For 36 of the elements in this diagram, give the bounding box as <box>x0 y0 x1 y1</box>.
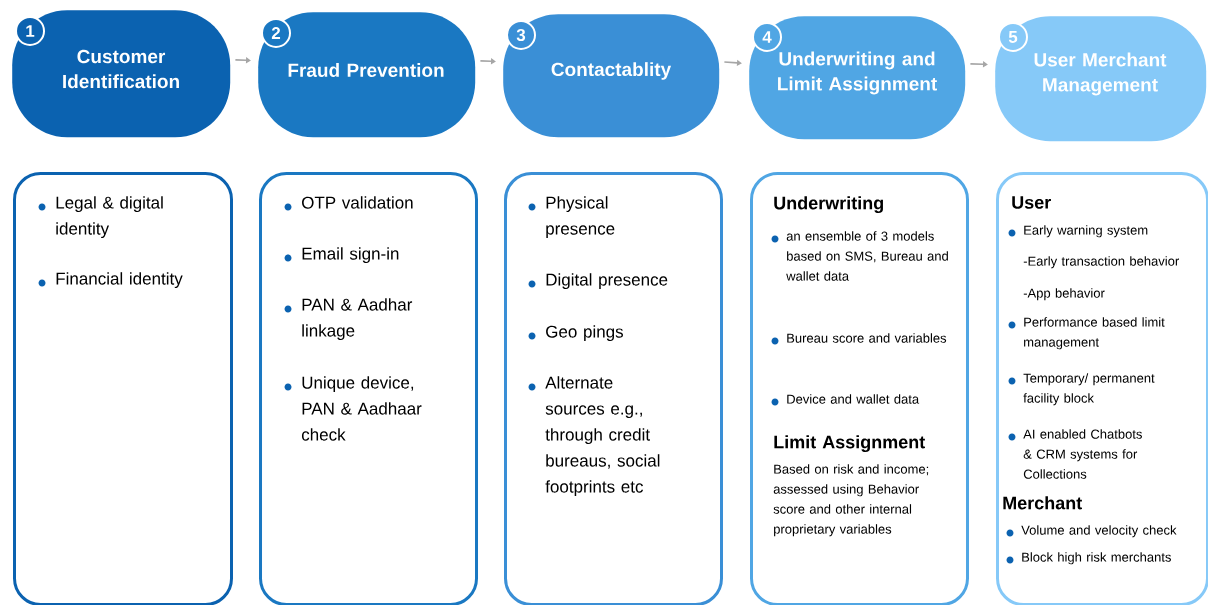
section-heading: Limit Assignment <box>774 435 925 453</box>
bullet-item: Volume and velocity check <box>1006 525 1177 538</box>
bullet-item: Email sign-in <box>284 247 399 264</box>
body-text: -Early transaction behavior <box>1023 256 1179 269</box>
bullet-item: an ensemble of 3 models based on SMS, Bureau and wallet data <box>771 231 948 281</box>
section-heading: Merchant <box>1003 496 1082 510</box>
bullet-item: Bureau score and variables <box>771 333 947 345</box>
step-title: Fraud Prevention <box>288 63 444 77</box>
section-heading: Underwriting <box>774 196 883 214</box>
bullet-item: Unique device, PAN & Aadhaar check <box>284 376 422 441</box>
step-title: Customer Identification <box>63 49 179 89</box>
number-badge: 1 <box>15 16 45 46</box>
bullet-item: Early warning system <box>1008 225 1148 238</box>
bullet-item: Physical presence <box>528 196 615 239</box>
bullet-item: Performance based limit management <box>1008 317 1165 350</box>
bullet-item: Financial identity <box>38 272 183 289</box>
body-text: Based on risk and income; assessed using Behavior score and other internal proprietary variables <box>773 464 929 537</box>
bullet-item: PAN & Aadhar linkage <box>284 298 413 341</box>
step-title: Underwriting and Limit Assignment <box>778 51 937 95</box>
bullet-item: AI enabled Chatbots & CRM systems for Collections <box>1008 429 1142 479</box>
number-badge: 3 <box>506 20 536 50</box>
number-badge: 5 <box>998 22 1028 52</box>
bullet-item: OTP validation <box>284 196 413 211</box>
body-text: -App behavior <box>1023 288 1105 301</box>
bullet-item: Digital presence <box>528 273 668 290</box>
number-badge: 4 <box>752 22 782 52</box>
step-title: Contactablity <box>551 62 672 80</box>
bullet-item: Block high risk merchants <box>1006 552 1171 565</box>
step-title: User Merchant Management <box>1034 52 1167 96</box>
section-heading: User <box>1012 196 1051 209</box>
bullet-item: Geo pings <box>528 325 623 342</box>
bullet-item: Legal & digital identity <box>38 196 163 239</box>
bullet-item: Device and wallet data <box>771 394 920 406</box>
bullet-item: Temporary/ permanent facility block <box>1008 373 1155 406</box>
bullet-item: Alternate sources e.g., through credit bureaus, social footprints etc <box>528 376 660 497</box>
number-badge: 2 <box>261 18 291 48</box>
